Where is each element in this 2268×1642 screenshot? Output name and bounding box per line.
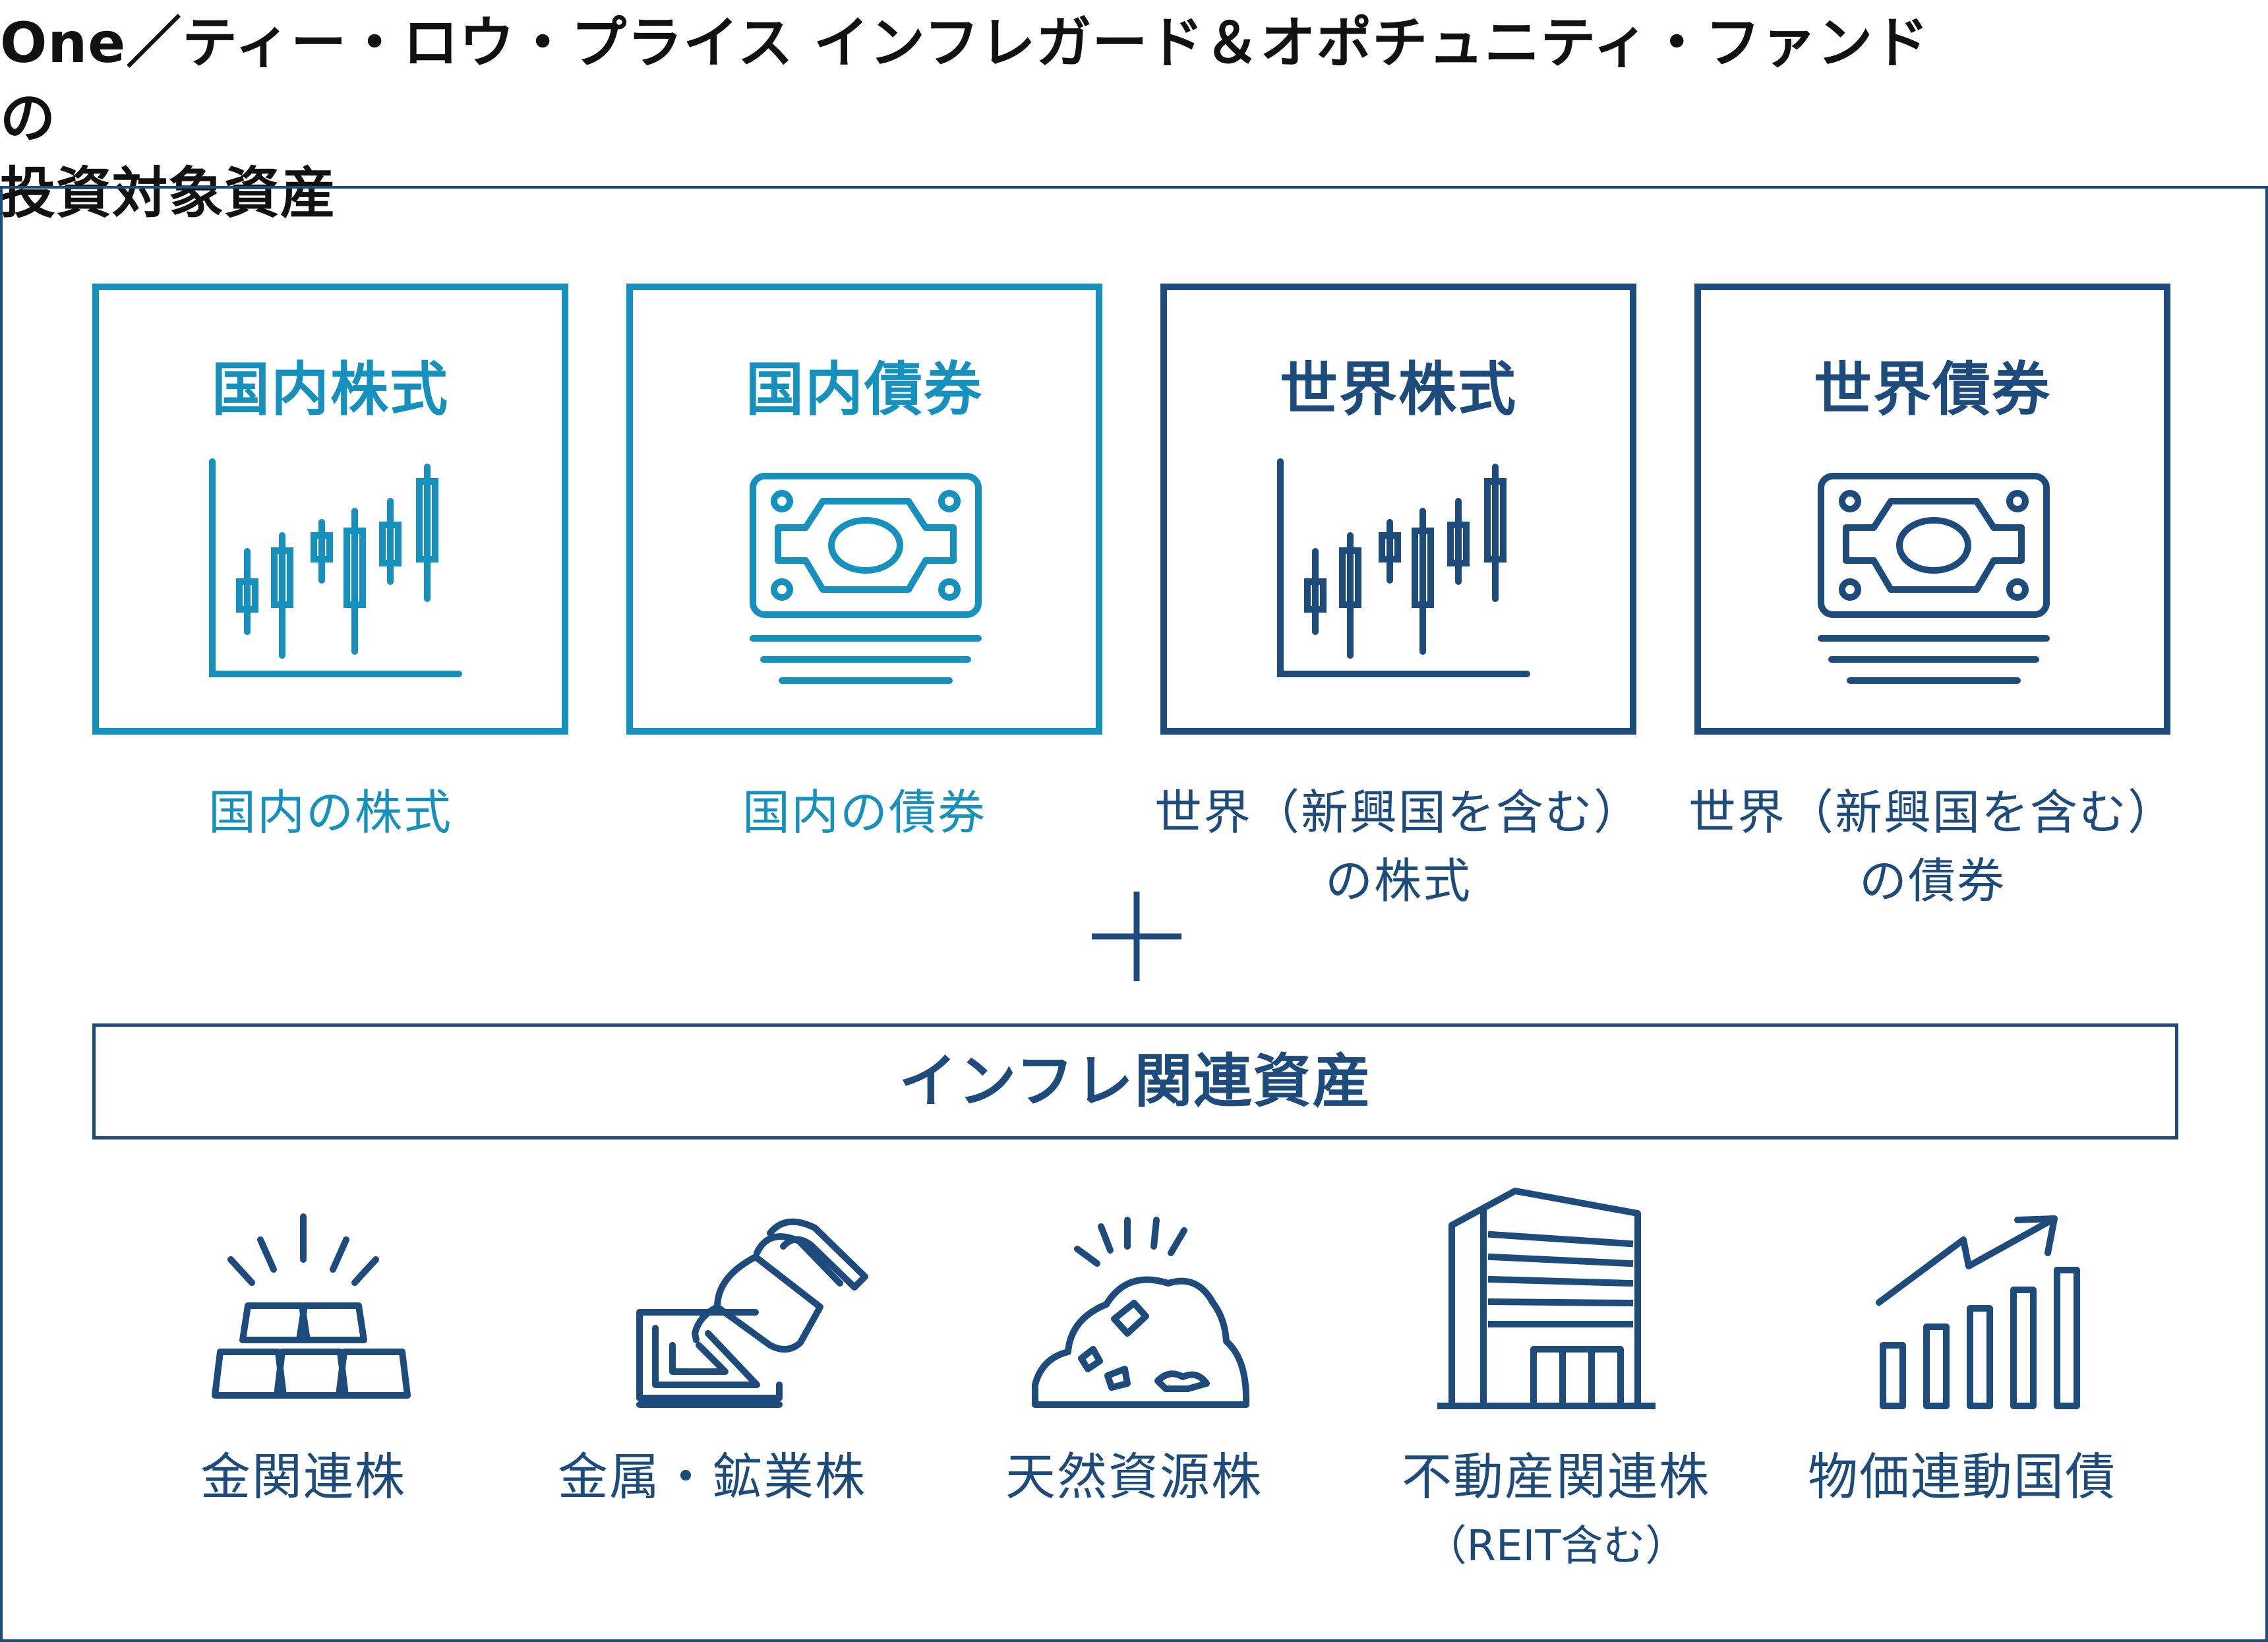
asset-label-gold: 金関連株 bbox=[200, 1447, 406, 1506]
category-box-global-equity: 世界株式 bbox=[1160, 284, 1636, 735]
category-description-global-equity: 世界（新興国を含む） の株式 bbox=[1135, 778, 1662, 915]
category-label: 世界株式 bbox=[1279, 355, 1517, 423]
category-box-domestic-bonds: 国内債券 bbox=[626, 284, 1102, 735]
asset-note-reit: （REIT含む） bbox=[1424, 1522, 1688, 1571]
molten-metal-pouring-icon bbox=[636, 1218, 868, 1408]
category-description-global-bonds: 世界（新興国を含む） の債券 bbox=[1669, 778, 2196, 915]
description-line: 世界（新興国を含む） bbox=[1154, 785, 1642, 840]
category-description-domestic-bonds: 国内の債券 bbox=[601, 778, 1128, 847]
description-line: の債券 bbox=[1859, 853, 2006, 909]
page-title-line1: One／ティー・ロウ・プライス インフレガード＆オポチュニティ・ファンドの bbox=[0, 11, 1930, 150]
diagram-frame bbox=[0, 186, 2268, 1642]
asset-label-natural-resources: 天然資源株 bbox=[1005, 1447, 1263, 1506]
description-line: 国内の債券 bbox=[742, 785, 986, 840]
rising-bar-chart-icon bbox=[1876, 1215, 2080, 1409]
banknote-stack-icon bbox=[1818, 473, 2050, 684]
asset-label-metals-mining: 金属・鉱業株 bbox=[558, 1447, 866, 1506]
page-title-line2: 投資対象資産 bbox=[0, 161, 337, 226]
banknote-stack-icon bbox=[750, 473, 982, 684]
category-label: 国内債券 bbox=[745, 355, 983, 423]
category-label: 世界債券 bbox=[1813, 355, 2051, 423]
category-box-global-bonds: 世界債券 bbox=[1694, 284, 2170, 735]
description-line: 国内の株式 bbox=[208, 785, 452, 840]
description-line: 世界（新興国を含む） bbox=[1688, 785, 2176, 840]
candlestick-chart-icon bbox=[209, 458, 462, 677]
candlestick-chart-icon bbox=[1277, 458, 1530, 677]
page-title: One／ティー・ロウ・プライス インフレガード＆オポチュニティ・ファンドの 投資… bbox=[0, 5, 1978, 231]
gold-bars-icon bbox=[212, 1213, 411, 1399]
asset-label-real-estate: 不動産関連株 bbox=[1402, 1447, 1710, 1506]
asset-label-inflation-linked-bonds: 物価連動国債 bbox=[1808, 1447, 2116, 1506]
inflation-assets-banner: インフレ関連資産 bbox=[92, 1023, 2178, 1140]
ore-pile-icon bbox=[1032, 1217, 1250, 1408]
banner-label: インフレ関連資産 bbox=[899, 1047, 1372, 1115]
description-line: の株式 bbox=[1325, 853, 1472, 909]
category-box-domestic-equity: 国内株式 bbox=[92, 284, 568, 735]
category-label: 国内株式 bbox=[211, 355, 449, 423]
category-description-domestic-equity: 国内の株式 bbox=[67, 778, 594, 847]
plus-icon bbox=[1092, 892, 1181, 981]
office-building-icon bbox=[1437, 1188, 1656, 1409]
